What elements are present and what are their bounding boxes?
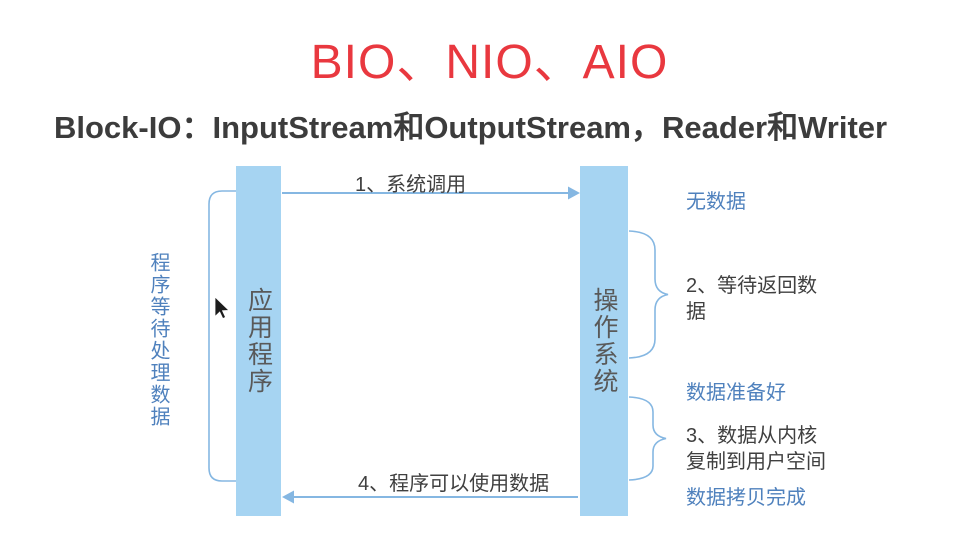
left-wait-bracket: [208, 190, 236, 482]
page-title: BIO、NIO、AIO: [310, 36, 669, 89]
kernel-copy-brace: [628, 396, 667, 481]
application-bar-label: 应用程序: [244, 287, 273, 395]
left-wait-note: 程序等待处理数据: [147, 252, 169, 428]
note-step2: 2、等待返回数据: [686, 275, 818, 323]
os-bar: 操作系统: [580, 166, 628, 516]
note-data-ready: 数据准备好: [686, 382, 786, 404]
syscall-arrow-label: 1、系统调用: [355, 174, 467, 196]
return-arrow-label: 4、程序可以使用数据: [358, 473, 550, 495]
syscall-arrow-head: [568, 186, 580, 200]
page-subtitle: Block-IO：InputStream和OutputStream，Reader…: [54, 110, 888, 145]
mouse-cursor-icon: [214, 296, 230, 320]
os-bar-label: 操作系统: [590, 287, 618, 395]
application-bar: 应用程序: [236, 166, 281, 516]
note-copy-done: 数据拷贝完成: [686, 487, 806, 509]
wait-return-brace: [628, 230, 669, 359]
return-arrow-head: [282, 490, 294, 504]
note-no-data: 无数据: [686, 191, 746, 213]
note-step3: 3、数据从内核复制到用户空间: [686, 425, 826, 473]
